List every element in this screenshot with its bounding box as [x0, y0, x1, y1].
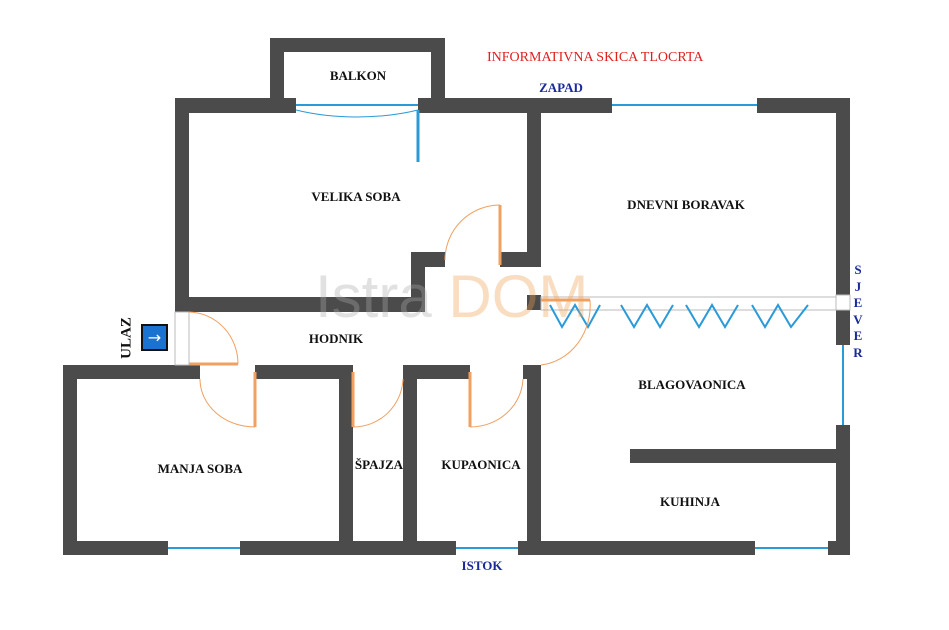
- doors: [188, 204, 591, 428]
- direction-north: SJEVER: [853, 262, 863, 360]
- room-kupaonica: KUPAONICA: [441, 457, 521, 472]
- room-kuhinja: KUHINJA: [660, 494, 720, 509]
- direction-east: ISTOK: [461, 558, 503, 573]
- watermark-logo: Istra DOM: [315, 262, 588, 331]
- room-dnevni-boravak: DNEVNI BORAVAK: [627, 197, 745, 212]
- plan-title: INFORMATIVNA SKICA TLOCRTA: [487, 50, 704, 65]
- arrow-right-icon: →: [141, 324, 168, 351]
- room-balkon: BALKON: [329, 68, 387, 83]
- room-blagovaonica: BLAGOVAONICA: [638, 377, 746, 392]
- room-manja-soba: MANJA SOBA: [157, 461, 243, 476]
- watermark-part2: DOM: [448, 263, 589, 330]
- watermark-part1: Istra: [315, 263, 432, 330]
- room-hodnik: HODNIK: [308, 331, 364, 346]
- room-spajza: ŠPAJZA: [354, 457, 404, 472]
- windows: [168, 104, 844, 549]
- entrance-label: ULAZ: [118, 317, 135, 359]
- walls: [63, 38, 850, 555]
- direction-west: ZAPAD: [539, 80, 583, 95]
- room-velika-soba: VELIKA SOBA: [311, 189, 401, 204]
